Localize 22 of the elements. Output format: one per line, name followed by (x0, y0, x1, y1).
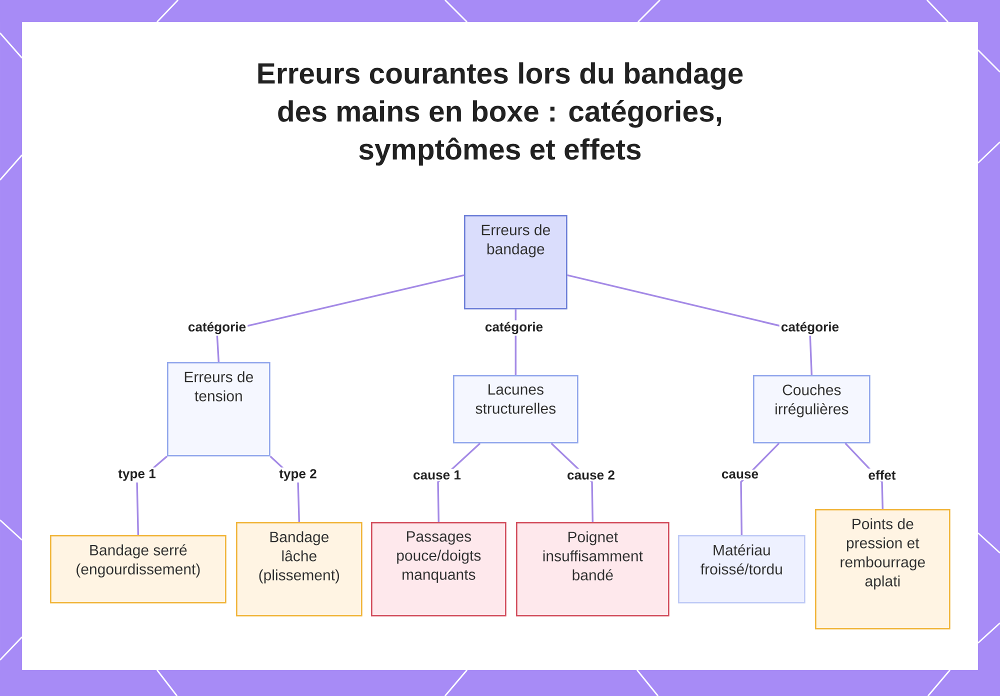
edge-label: cause 1 (411, 468, 463, 482)
edge-label: type 2 (278, 467, 318, 482)
edge-label: cause 2 (565, 468, 617, 482)
connector-line (740, 442, 780, 535)
tree-box: Lacunes structurelles (453, 375, 578, 444)
connector-line (567, 274, 813, 376)
tree-box: Erreurs de bandage (464, 215, 568, 310)
edge-label: catégorie (483, 320, 545, 336)
tree-box: Passages pouce/doigts manquants (371, 522, 506, 616)
edge-label: catégorie (186, 320, 248, 336)
tree-box: Bandage lâche (plissement) (236, 522, 362, 616)
tree-box: Points de pression et rembourrage aplati (815, 509, 950, 630)
edge-label: catégorie (779, 320, 841, 336)
title: Erreurs courantes lors du bandage des mains en boxe : catégories, symptômes et effets (258, 62, 743, 166)
edge-label: effet (866, 468, 898, 482)
tree-box: Matériau froissé/tordu (678, 535, 806, 604)
tree-box: Couches irrégulières (753, 375, 870, 444)
connector-line (216, 274, 464, 362)
tree-box: Bandage serré (engourdissement) (50, 535, 226, 604)
tree-box: Poignet insuffisamment bandé (516, 522, 670, 616)
tree-box: Erreurs de tension (167, 362, 270, 456)
edge-label: type 1 (116, 468, 158, 482)
